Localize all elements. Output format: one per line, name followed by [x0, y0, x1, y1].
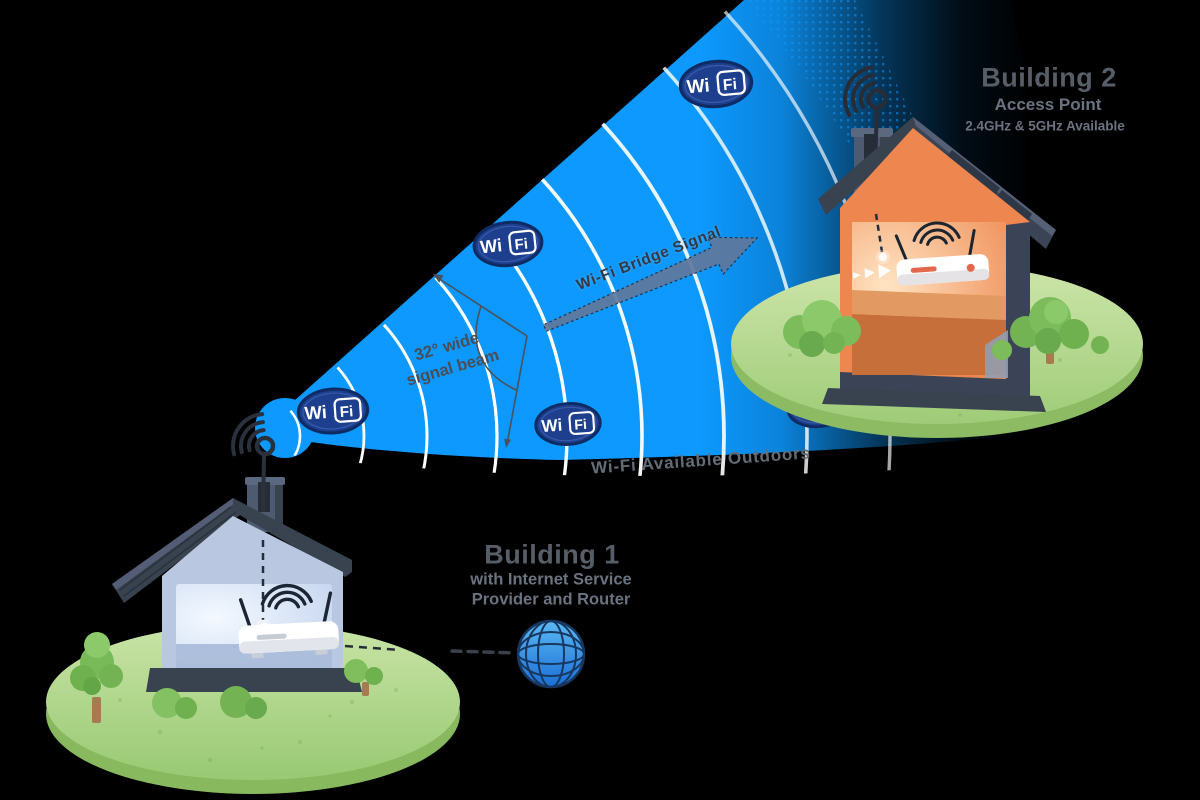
wifi-logo-wi-text: Wi [541, 416, 563, 436]
antenna2-ring [866, 88, 888, 110]
trees2-left [783, 300, 861, 357]
building2-subtitle: Access Point [994, 95, 1102, 114]
signal-triangles [852, 264, 891, 280]
signal-dot2 [879, 253, 887, 261]
building1-title: Building 1 [484, 539, 620, 570]
building2-detail: 2.4GHz & 5GHz Available [965, 118, 1125, 134]
globe-icon [516, 619, 586, 689]
building1-scene [46, 412, 460, 794]
room2-floor-top [852, 290, 1006, 320]
antenna1-ring [254, 435, 276, 457]
wifi-oval-logo: Wi Fi [296, 387, 370, 435]
internet-globe-group [450, 619, 586, 689]
router1 [238, 583, 340, 659]
trees1 [70, 632, 383, 723]
wifi-logo-wi-text: Wi [479, 235, 503, 257]
wifi-logo-fi-text: Fi [339, 403, 354, 421]
roof2-solar-panels [945, 150, 1000, 198]
building1-subtitle-line1: with Internet Service [470, 570, 632, 589]
wifi-logo-wi-text: Wi [304, 401, 328, 424]
bridge-signal-arrow [542, 236, 759, 332]
building2-title: Building 2 [981, 62, 1117, 93]
wifi-logo-fi-text: Fi [722, 76, 737, 94]
roof2-left-eave [818, 117, 918, 215]
building1-subtitle-line2: Provider and Router [471, 590, 631, 609]
wavefront-arc [250, 0, 726, 476]
grass1-speckles [118, 688, 398, 763]
base1 [146, 668, 362, 692]
wifi-oval-logo: Wi Fi [534, 402, 602, 446]
wifi-oval-logo: Wi Fi [472, 220, 544, 268]
wavefront-arc [250, 0, 809, 476]
trees2-right [992, 297, 1109, 364]
beam-angle-annotation [433, 274, 528, 448]
wifi-logo-fi-text: Fi [574, 417, 588, 434]
wifi-logo-fi-text: Fi [514, 235, 529, 253]
wifi-logo-wi-text: Wi [686, 75, 711, 98]
antenna2-signal-icon [843, 65, 877, 117]
roof1-right-trim [233, 498, 352, 577]
antenna1-signal-icon [231, 412, 266, 457]
frame2-right [1006, 222, 1030, 398]
building1-house [112, 412, 401, 692]
dashed-router1-out [344, 644, 401, 652]
building2-scene [731, 65, 1143, 438]
base2 [822, 388, 1046, 412]
antenna1-mast [261, 454, 266, 513]
wavefront-arc [250, 0, 892, 476]
wifi-oval-logo: Wi Fi [678, 59, 754, 109]
dashed-globe-link [450, 649, 517, 655]
router2 [852, 221, 990, 286]
room2-floor-front [852, 314, 1006, 375]
building2-house [818, 65, 1056, 412]
